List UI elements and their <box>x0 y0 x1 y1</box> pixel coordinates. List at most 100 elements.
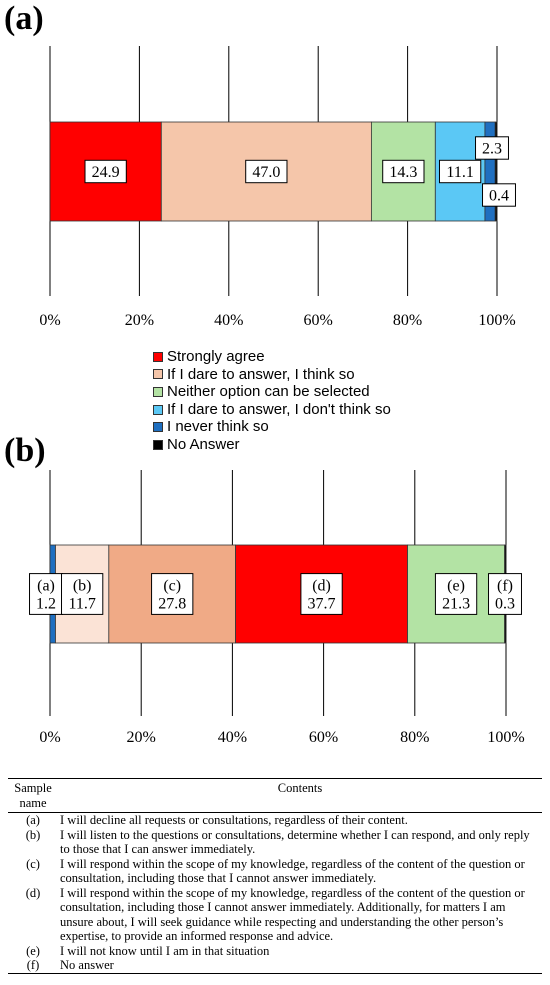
table-header-row: Sample name Contents <box>8 778 542 813</box>
legend-item: If I dare to answer, I don't think so <box>153 401 391 419</box>
chart-b-data-label-text: 27.8 <box>158 596 186 613</box>
chart-a-data-label-box <box>84 159 127 184</box>
chart-a-data-label: 14.3 <box>382 159 425 184</box>
chart-a-data-label-text: 0.4 <box>489 188 509 205</box>
table-cell-contents: I will not know until I am in that situa… <box>60 943 270 958</box>
legend-swatch <box>153 439 163 450</box>
table-cell-contents: I will respond within the scope of my kn… <box>60 856 525 886</box>
chart-b-bar-segment <box>108 544 236 644</box>
chart-b-data-label-text: (e) <box>447 577 465 594</box>
chart-b-tick-label: 80% <box>400 729 429 746</box>
chart-b-data-label-text: 21.3 <box>442 596 470 613</box>
chart-a-data-label-text: 2.3 <box>482 141 502 158</box>
table-cell-contents: No answer <box>58 958 542 974</box>
table-cell-sample-name: (b) <box>25 827 41 842</box>
table-row: (b) I will listen to the questions or con… <box>8 828 542 857</box>
chart-b-data-label-box <box>61 573 104 615</box>
chart-b-data-label-text: (d) <box>312 577 331 594</box>
chart-b-data-label-text: (a) <box>37 577 55 594</box>
legend-label: I never think so <box>167 418 269 436</box>
chart-a-data-label: 24.9 <box>84 159 127 184</box>
chart-a-tick-label: 0% <box>39 312 60 329</box>
chart-b-tick-label: 20% <box>127 729 156 746</box>
chart-b-data-label-text: (f) <box>497 577 513 594</box>
table-row: (d) I will respond within the scope of my… <box>8 886 542 944</box>
chart-b-data-label: (f) 0.3 <box>488 573 522 615</box>
legend-item: Strongly agree <box>153 348 391 366</box>
legend-item: Neither option can be selected <box>153 383 391 401</box>
chart-a-data-label: 0.4 <box>482 183 516 207</box>
chart-a-data-label: 47.0 <box>245 159 288 184</box>
table-cell-contents: I will respond within the scope of my kn… <box>60 885 525 944</box>
chart-a-data-label-box <box>382 159 425 184</box>
header-contents: Contents <box>58 778 542 813</box>
chart-b-data-label: (b)11.7 <box>61 573 104 615</box>
chart-b-data-label-text: 0.3 <box>495 596 515 613</box>
chart-a-tick-label: 100% <box>478 312 515 329</box>
legend-label: If I dare to answer, I think so <box>167 365 355 383</box>
contents-table: Sample name Contents (a) I will decline a… <box>8 778 542 974</box>
legend-swatch <box>153 386 163 397</box>
chart-b-data-label-text: 11.7 <box>68 596 95 613</box>
chart-b-data-label-box <box>151 573 194 615</box>
chart-a-data-label-text: 24.9 <box>92 164 120 181</box>
chart-b-data-label-box <box>300 573 343 615</box>
chart-a-tick-label: 80% <box>393 312 422 329</box>
chart-a-data-label: 2.3 <box>475 136 509 160</box>
table-cell-sample-name: (a) <box>26 813 40 827</box>
chart-b-data-label-box <box>488 573 522 615</box>
chart-b-tick-label: 40% <box>218 729 247 746</box>
chart-a-tick-label: 20% <box>125 312 154 329</box>
table-cell-contents: I will decline all requests or consultat… <box>60 813 408 827</box>
chart-a-data-label-box <box>245 159 288 184</box>
chart-b-data-label-box <box>434 573 478 615</box>
chart-a-data-label-text: 47.0 <box>252 164 280 181</box>
legend-swatch <box>153 351 163 362</box>
chart-a-data-label: 11.1 <box>438 159 482 184</box>
chart-a-bar-segment <box>494 121 498 222</box>
legend-item: No Answer <box>153 436 391 454</box>
panel-a-label: (a) <box>4 0 44 37</box>
chart-b-data-label: (a) 1.2 <box>29 573 63 615</box>
chart-a-data-label-box <box>475 136 509 160</box>
chart-b-tick-label: 0% <box>39 729 60 746</box>
legend-label: Strongly agree <box>167 348 265 365</box>
table-row: (a) I will decline all requests or consul… <box>8 813 542 828</box>
chart-a-data-label-text: 14.3 <box>389 164 417 181</box>
legend-item: I never think so <box>153 418 391 436</box>
table-body: (a) I will decline all requests or consul… <box>8 813 542 974</box>
chart-a: 0% 20% 40% 60% 80% 100% 24.9 47.0 14.3 11.1 2.3 0.4 <box>39 46 516 329</box>
legend-label: If I dare to answer, I don't think so <box>167 400 391 418</box>
panel-b-label: (b) <box>4 432 46 469</box>
table-cell-sample-name: (c) <box>26 856 40 871</box>
chart-a-data-label-box <box>482 183 516 207</box>
table-row: (f)No answer <box>8 958 542 974</box>
legend-swatch <box>153 422 163 433</box>
table-cell-sample-name: (f) <box>8 958 58 974</box>
chart-b: 0% 20% 40% 60% 80% 100% (a) 1.2 (b)11.7 (c) 27.8 (d… <box>29 470 525 746</box>
chart-a-tick-label: 40% <box>214 312 243 329</box>
table-row: (e) I will not know until I am in that si… <box>8 944 542 959</box>
chart-a-data-label-box <box>438 159 482 184</box>
chart-b-data-label: (c) 27.8 <box>151 573 194 615</box>
table-row: (c) I will respond within the scope of my… <box>8 857 542 886</box>
chart-b-data-label-text: 1.2 <box>36 596 56 613</box>
legend-label: Neither option can be selected <box>167 383 370 401</box>
chart-b-data-label-text: 37.7 <box>308 596 336 613</box>
table-cell-sample-name: (e) <box>26 943 40 958</box>
chart-b-data-label-text: (c) <box>163 577 181 594</box>
legend-label: No Answer <box>167 435 240 453</box>
legend-swatch <box>153 369 163 380</box>
legend-item: If I dare to answer, I think so <box>153 366 391 384</box>
chart-a-tick-label: 60% <box>304 312 333 329</box>
chart-b-tick-label: 100% <box>487 729 524 746</box>
chart-b-data-label: (e) 21.3 <box>434 573 478 615</box>
table-cell-sample-name: (d) <box>25 885 41 900</box>
chart-b-data-label: (d) 37.7 <box>300 573 343 615</box>
legend-swatch <box>153 404 163 415</box>
header-sample-name: Sample name <box>8 778 58 813</box>
chart-b-tick-label: 60% <box>309 729 338 746</box>
chart-a-data-label-text: 11.1 <box>446 164 473 181</box>
table-cell-contents: I will listen to the questions or consul… <box>60 827 530 857</box>
